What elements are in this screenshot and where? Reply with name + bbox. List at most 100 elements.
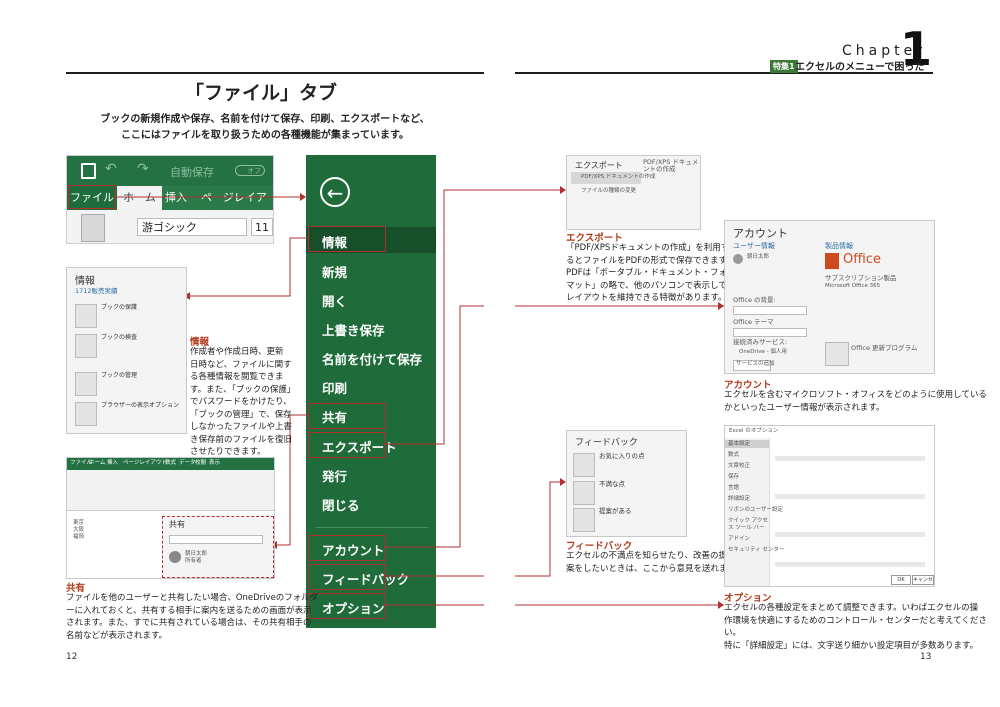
share-tab[interactable]: ホーム (89, 460, 106, 466)
font-size-select[interactable]: 11 (251, 218, 273, 236)
options-nav-item[interactable]: クイック アクセス ツール バー (728, 518, 768, 531)
export-screenshot: エクスポート PDF/XPS ドキュメントの作成 ファイルの種類の変更 PDF/… (566, 155, 701, 230)
arrow-left-circle-icon[interactable]: ← (320, 177, 350, 207)
menu-item-account[interactable]: アカウント (322, 543, 385, 558)
options-section-bar (775, 494, 925, 499)
add-service-label[interactable]: サービスの追加 (736, 361, 775, 367)
account-caption-title: アカウント (724, 380, 772, 391)
options-nav-item[interactable]: 詳細設定 (728, 496, 751, 502)
menu-item-save[interactable]: 上書き保存 (322, 323, 385, 338)
options-section-bar (775, 532, 925, 537)
account-panel-title: アカウント (733, 227, 788, 240)
options-nav-item[interactable]: 保存 (728, 474, 740, 480)
share-pane-title: 共有 (169, 520, 185, 529)
theme-select[interactable] (733, 328, 807, 337)
menu-item-options[interactable]: オプション (322, 601, 385, 616)
menu-item-export[interactable]: エクスポート (322, 440, 397, 455)
options-nav-item[interactable]: 言語 (728, 485, 740, 491)
background-select[interactable] (733, 306, 807, 315)
lightbulb-icon[interactable] (573, 508, 595, 532)
menu-item-info[interactable]: 情報 (322, 235, 348, 250)
lead-line: ここにはファイルを取り扱うための各種機能が集まっています。 (120, 130, 410, 141)
export-option-selected[interactable] (571, 172, 641, 184)
header-rule-right (515, 72, 933, 74)
user-info-heading: ユーザー情報 (733, 242, 775, 250)
share-tab[interactable]: ページレイアウト (123, 460, 167, 466)
protect-label: ブックの保護 (101, 304, 138, 311)
share-tab[interactable]: 表示 (209, 460, 221, 466)
undo-icon[interactable]: ↶ (105, 161, 117, 177)
share-tab[interactable]: ファイル (70, 460, 93, 466)
caption-line: させたりできます。 (190, 447, 266, 457)
options-nav-item[interactable]: アドイン (728, 536, 751, 542)
tab-file[interactable]: ファイル (67, 186, 117, 210)
menu-item-print[interactable]: 印刷 (322, 381, 348, 396)
export-option-pdf[interactable]: PDF/XPS ドキュメントの作成 (581, 174, 656, 180)
caption-line: ファイルを他のユーザーと共有したい場合、OneDriveのフォルダ (66, 593, 319, 603)
connector-feedback-right (515, 481, 565, 577)
options-ok-button[interactable]: OK (891, 575, 911, 585)
autosave-toggle[interactable]: オフ (235, 165, 265, 176)
export-caption-body: 「PDF/XPSドキュメントの作成」を利用す るとファイルをPDFの形式で保存で… (566, 242, 736, 305)
update-icon[interactable] (825, 342, 849, 366)
menu-divider (316, 527, 428, 528)
caption-line: 案をしたいときは、ここから意見を送れます。 (566, 563, 744, 574)
options-sidebar (725, 438, 770, 586)
caption-line: されます。また、すでに共有されている場合は、その共有相手の (66, 618, 312, 628)
options-nav-item[interactable]: リボンのユーザー設定 (728, 507, 783, 513)
share-invite-input[interactable] (169, 535, 263, 544)
share-tab[interactable]: 校閲 (195, 460, 207, 466)
options-cancel-button[interactable]: キャンセル (912, 575, 934, 585)
caption-line: ーに入れておくと、共有する相手に案内を送るための画面が表示 (66, 605, 312, 616)
menu-item-share[interactable]: 共有 (322, 410, 348, 425)
share-tab[interactable]: 数式 (165, 460, 177, 466)
caption-line: レイアウトを維持できる特徴があります。 (566, 293, 727, 303)
paste-icon[interactable] (81, 214, 105, 242)
caption-line: エクセルの各種設定をまとめて調整できます。いわばエクセルの操 (724, 603, 979, 613)
options-section-bar (775, 456, 925, 461)
caption-line: 作環境を快適にするためのコントロール・センターだと考えてください。 (724, 615, 987, 639)
menu-item-open[interactable]: 開く (322, 294, 348, 309)
share-tab[interactable]: 挿入 (107, 460, 119, 466)
inspect-icon[interactable] (75, 334, 97, 358)
arrow-head (560, 478, 566, 486)
caption-line: 作成者や作成日時、更新 (190, 347, 284, 357)
menu-item-new[interactable]: 新規 (322, 265, 348, 280)
menu-item-save-as[interactable]: 名前を付けて保存 (322, 352, 423, 367)
options-nav-item[interactable]: 数式 (728, 452, 740, 458)
browser-icon[interactable] (75, 402, 97, 426)
menu-item-publish[interactable]: 発行 (322, 469, 348, 484)
services-label: 接続済みサービス: (733, 338, 788, 346)
frown-icon[interactable] (573, 481, 595, 505)
share-tab[interactable]: データ (179, 460, 196, 466)
options-window-title: Excel のオプション (729, 428, 779, 434)
font-select[interactable]: 游ゴシック (137, 218, 247, 236)
redo-icon[interactable]: ↷ (137, 161, 149, 177)
manage-icon[interactable] (75, 372, 97, 396)
options-nav-item[interactable]: 文章校正 (728, 463, 751, 469)
export-option-type[interactable]: ファイルの種類の変更 (581, 188, 637, 194)
product-name: Microsoft Office 365 (825, 283, 881, 289)
user-avatar (733, 254, 743, 264)
options-caption-body: エクセルの各種設定をまとめて調整できます。いわばエクセルの操 作環境を快適にする… (724, 602, 1000, 652)
info-caption-title: 情報 (190, 337, 210, 348)
share-pane: 共有 朝日太郎 所有者 (162, 516, 274, 578)
caption-line: る各種情報を閲覧できま (190, 372, 284, 382)
share-user-name: 朝日太郎 (185, 551, 208, 557)
options-nav-item[interactable]: 基本設定 (728, 441, 751, 447)
menu-item-close[interactable]: 閉じる (322, 498, 360, 513)
lock-icon[interactable] (75, 304, 97, 328)
lead-line: ブックの新規作成や保存、名前を付けて保存、印刷、エクスポートなど、 (100, 114, 430, 125)
export-caption-title: エクスポート (566, 233, 623, 244)
browser-label: ブラウザーの表示オプション (101, 402, 180, 409)
add-service-button[interactable] (733, 360, 771, 371)
feedback-screenshot: フィードバック お気に入りの点 不満な点 提案がある (566, 430, 687, 537)
caption-line: マット」の略で、他のパソコンで表示しても (566, 280, 735, 291)
caption-line: 「ブックの管理」で、保存 (190, 409, 292, 420)
options-nav-item[interactable]: セキュリティ センター (728, 547, 785, 553)
save-icon[interactable] (81, 163, 96, 179)
info-panel-title: 情報 (75, 276, 95, 287)
arrow-head (560, 186, 566, 194)
smile-icon[interactable] (573, 453, 595, 477)
